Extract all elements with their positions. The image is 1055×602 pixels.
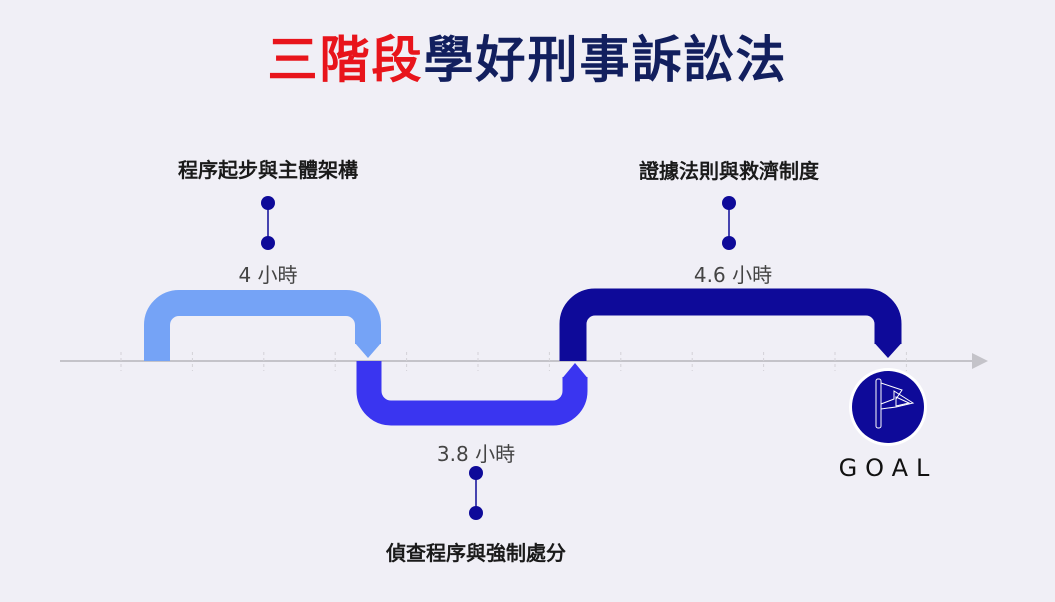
timeline-axis: [60, 352, 988, 371]
axis-arrow-icon: [972, 353, 988, 369]
title-main: 學好刑事訴訟法: [423, 31, 788, 89]
stage-1-connector: [261, 196, 275, 250]
goal-badge: [849, 368, 927, 446]
page-title: 三階段學好刑事訴訟法: [0, 28, 1055, 92]
stage-2-path: [356, 361, 588, 426]
stage-2-label: 偵查程序與強制處分: [386, 541, 566, 565]
stage-3-connector: [722, 196, 736, 250]
stage-2-hours: 3.8 小時: [436, 442, 516, 466]
stage-3-path: [559, 288, 902, 361]
stage-1-path: [144, 290, 381, 361]
stage-1-hours: 4 小時: [238, 263, 298, 287]
stage-2-connector: [469, 466, 483, 520]
goal-label: GOAL: [838, 454, 938, 482]
flag-icon: [875, 378, 915, 429]
stage-1-label: 程序起步與主體架構: [178, 158, 358, 182]
stage-3-label: 證據法則與救濟制度: [639, 159, 819, 183]
stage-3-hours: 4.6 小時: [693, 263, 773, 287]
title-highlight: 三階段: [267, 31, 424, 89]
